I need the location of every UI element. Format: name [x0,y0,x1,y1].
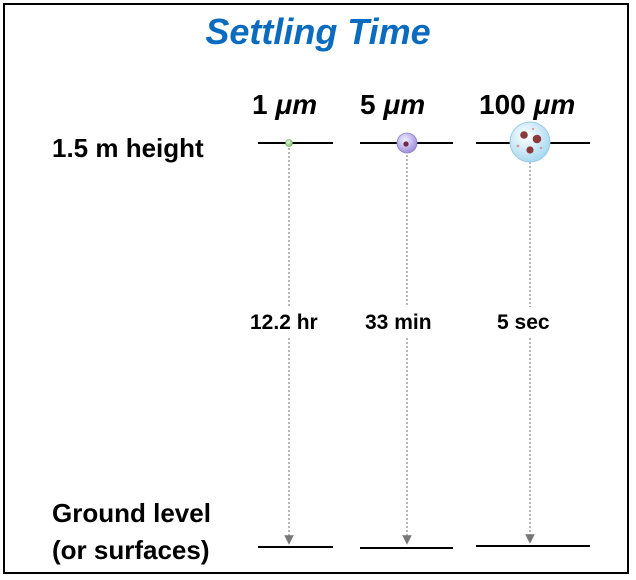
size-label-100um: 100 μm [479,89,575,121]
size-label-5um: 5 μm [360,89,425,121]
ground-label-line1: Ground level [52,498,211,528]
time-label-1um: 12.2 hr [250,311,318,334]
size-number: 1 [252,89,268,120]
time-label-5um: 33 min [365,311,432,334]
fall-paths [284,148,535,545]
particle-100um [509,121,551,163]
diagram-title: Settling Time [205,11,431,52]
size-unit: μm [533,89,576,120]
height-label: 1.5 m height [52,133,204,163]
ground-level-lines [258,545,590,549]
size-unit: μm [275,89,318,120]
particle-5um [396,132,418,154]
particle-1um [285,139,293,147]
figure-frame [3,3,629,574]
ground-label-line2: (or surfaces) [52,535,210,565]
size-number: 5 [360,89,376,120]
size-label-1um: 1 μm [252,89,317,121]
size-number: 100 [479,89,526,120]
time-label-100um: 5 sec [497,311,550,334]
size-unit: μm [383,89,426,120]
